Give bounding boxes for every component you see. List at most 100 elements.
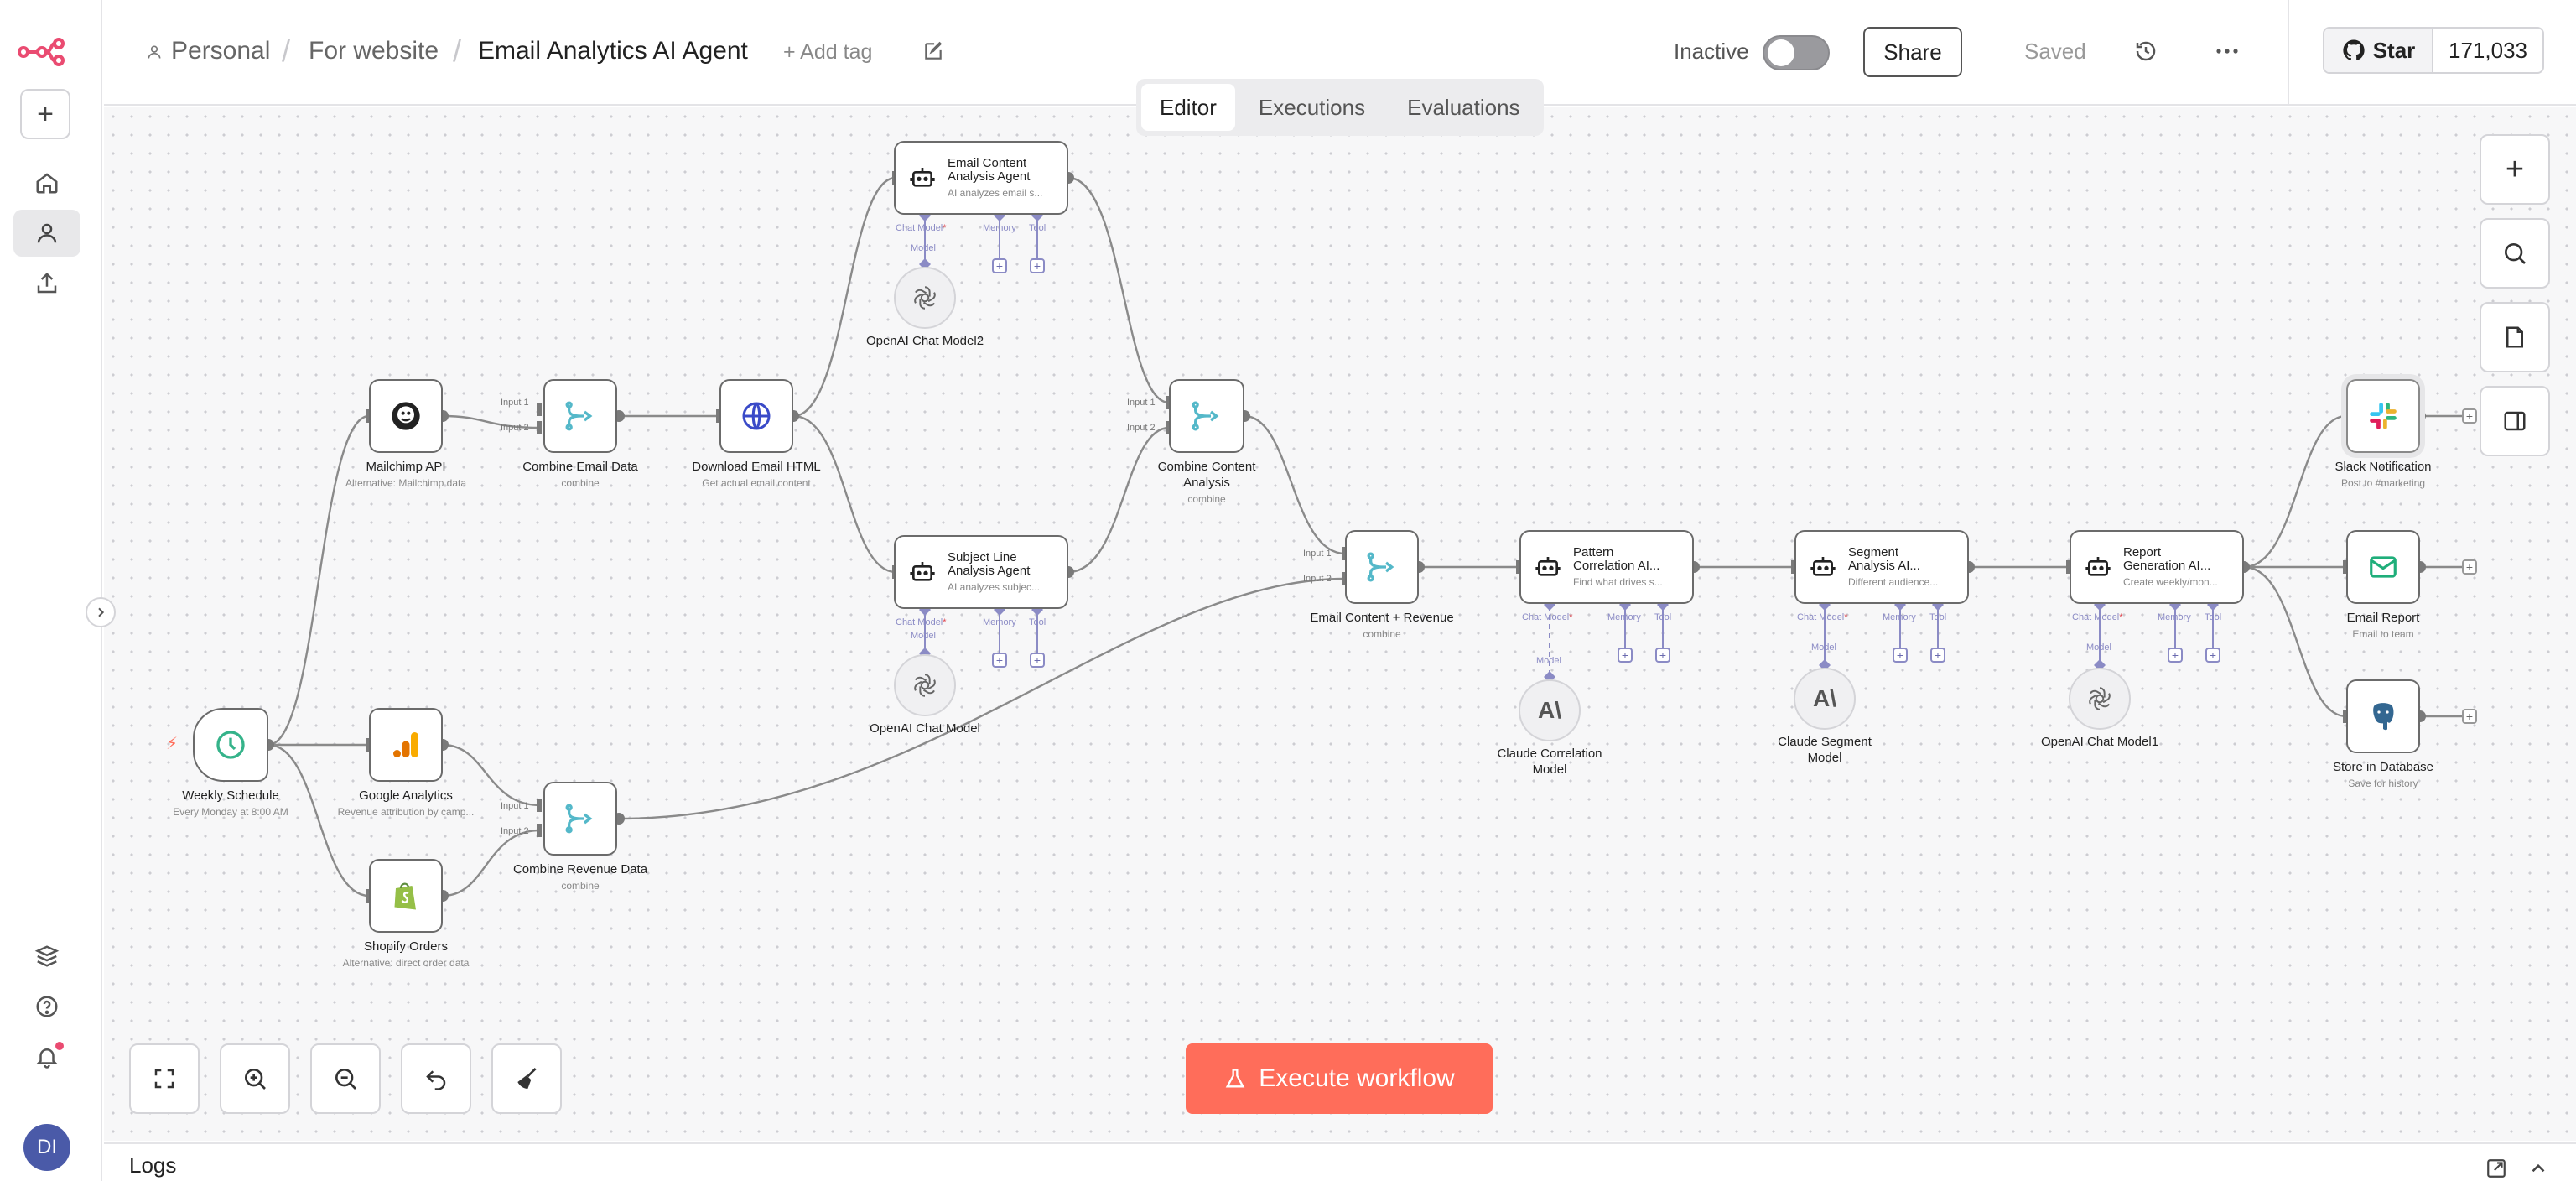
add-tool-button[interactable]: +	[1030, 653, 1045, 668]
create-button[interactable]: +	[20, 89, 70, 139]
model-claude-segment[interactable]: A\	[1794, 668, 1856, 730]
search-nodes-button[interactable]	[2480, 218, 2550, 289]
add-tool-button[interactable]: +	[1655, 648, 1670, 663]
node-shopify-orders[interactable]	[369, 859, 443, 933]
undo-button[interactable]	[401, 1043, 471, 1114]
tab-executions[interactable]: Executions	[1258, 94, 1366, 120]
breadcrumb-folder[interactable]: For website	[309, 37, 439, 65]
anthropic-icon: A\	[1813, 685, 1836, 711]
add-memory-button[interactable]: +	[992, 653, 1007, 668]
active-toggle[interactable]	[1763, 35, 1830, 70]
model-openai-chat-model1[interactable]	[2069, 668, 2131, 730]
node-text: Email Content Analysis Agent AI analyzes…	[948, 157, 1042, 198]
sidebar-item-notifications[interactable]	[13, 1033, 80, 1080]
node-subtitle: combine	[1187, 493, 1226, 505]
add-memory-button[interactable]: +	[992, 258, 1007, 273]
sidebar-item-help[interactable]	[13, 983, 80, 1030]
input-label: Input 1	[1127, 398, 1156, 408]
workflow-canvas[interactable]	[104, 107, 2576, 1141]
star-label: Star	[2372, 37, 2416, 63]
node-label: Mailchimp API	[366, 460, 446, 474]
sidebar-item-shared[interactable]	[13, 260, 80, 307]
zoom-out-button[interactable]	[310, 1043, 381, 1114]
sidebar-item-templates[interactable]	[13, 933, 80, 980]
node-combine-content-analysis[interactable]	[1169, 379, 1244, 453]
mailchimp-icon	[392, 402, 420, 430]
github-star-button[interactable]: Star 171,033	[2323, 27, 2544, 74]
fullscreen-icon	[154, 1069, 174, 1089]
node-subject-line-analysis-agent[interactable]: Subject Line Analysis Agent AI analyzes …	[894, 535, 1068, 609]
add-sticky-note-button[interactable]	[2480, 302, 2550, 372]
node-email-report[interactable]	[2346, 530, 2420, 604]
add-memory-button[interactable]: +	[1893, 648, 1908, 663]
add-next-node-button[interactable]: +	[2462, 408, 2477, 424]
node-download-email-html[interactable]	[719, 379, 793, 453]
model-label-line1: Claude Segment	[1778, 735, 1872, 749]
node-text: Pattern Correlation AI... Find what driv…	[1573, 546, 1663, 587]
node-subtitle: combine	[561, 477, 600, 489]
add-tool-button[interactable]: +	[1030, 258, 1045, 273]
zoom-in-button[interactable]	[220, 1043, 290, 1114]
node-weekly-schedule[interactable]	[193, 708, 268, 782]
node-subtitle: AI analyzes subjec...	[948, 581, 1041, 593]
github-star-left[interactable]: Star	[2324, 29, 2433, 72]
chevron-up-icon[interactable]	[2527, 1158, 2549, 1179]
add-tool-button[interactable]: +	[1930, 648, 1945, 663]
zoom-to-fit-button[interactable]	[129, 1043, 200, 1114]
add-memory-button[interactable]: +	[1618, 648, 1633, 663]
node-pattern-correlation-ai[interactable]: Pattern Correlation AI... Find what driv…	[1519, 530, 1694, 604]
google-analytics-icon	[393, 732, 418, 757]
expand-panel-button[interactable]	[86, 597, 116, 627]
node-slack-notification[interactable]	[2346, 379, 2420, 453]
add-tool-button[interactable]: +	[2205, 648, 2220, 663]
add-memory-button[interactable]: +	[2168, 648, 2183, 663]
help-icon	[36, 996, 58, 1017]
more-options-icon[interactable]	[2214, 39, 2241, 64]
node-store-in-database[interactable]	[2346, 679, 2420, 753]
node-segment-analysis-ai[interactable]: Segment Analysis AI... Different audienc…	[1794, 530, 1969, 604]
avatar[interactable]: DI	[23, 1124, 70, 1171]
toggle-panel-button[interactable]	[2480, 386, 2550, 456]
node-google-analytics[interactable]	[369, 708, 443, 782]
node-label: Store in Database	[2332, 760, 2434, 774]
add-next-node-button[interactable]: +	[2462, 709, 2477, 724]
add-node-button[interactable]: +	[2480, 134, 2550, 205]
node-label: Shopify Orders	[363, 939, 449, 954]
node-email-content-analysis-agent[interactable]: Email Content Analysis Agent AI analyzes…	[894, 141, 1068, 215]
model-label: Model	[1536, 656, 1561, 666]
node-title-line1: Subject Line	[948, 550, 1017, 565]
node-combine-revenue-data[interactable]	[543, 782, 617, 856]
active-status-label: Inactive	[1674, 39, 1749, 64]
add-next-node-button[interactable]: +	[2462, 559, 2477, 575]
node-report-generation-ai[interactable]: Report Generation AI... Create weekly/mo…	[2070, 530, 2244, 604]
model-claude-correlation[interactable]: A\	[1519, 679, 1581, 741]
share-button[interactable]: Share	[1863, 27, 1962, 77]
model-openai-chat-model[interactable]	[894, 654, 956, 716]
memory-port-label: Memory	[983, 223, 1016, 233]
node-label-line1: Combine Content	[1157, 460, 1256, 474]
breadcrumb-personal[interactable]: Personal	[171, 37, 271, 65]
tool-port-label: Tool	[2205, 612, 2222, 622]
logs-panel-bar[interactable]: Logs	[104, 1142, 2576, 1181]
sidebar-item-personal[interactable]	[13, 210, 80, 257]
node-email-content-revenue[interactable]	[1345, 530, 1419, 604]
tool-port-label: Tool	[1029, 617, 1046, 627]
tab-evaluations[interactable]: Evaluations	[1407, 94, 1520, 120]
workflow-name[interactable]: Email Analytics AI Agent	[478, 37, 748, 65]
execute-workflow-button[interactable]: Execute workflow	[1186, 1043, 1493, 1114]
slack-icon	[2370, 403, 2397, 429]
edit-description-icon[interactable]	[922, 40, 944, 62]
pop-out-icon[interactable]	[2485, 1158, 2507, 1179]
add-tag-button[interactable]: + Add tag	[783, 40, 873, 64]
sidebar-item-overview[interactable]	[13, 159, 80, 206]
history-icon[interactable]	[2133, 39, 2158, 64]
saved-status: Saved	[2024, 39, 2086, 64]
tidy-up-button[interactable]	[491, 1043, 562, 1114]
node-combine-email-data[interactable]	[543, 379, 617, 453]
node-text: Segment Analysis AI... Different audienc…	[1848, 546, 1938, 587]
tab-editor[interactable]: Editor	[1141, 84, 1235, 131]
model-openai-chat-model2[interactable]	[894, 267, 956, 329]
node-mailchimp-api[interactable]	[369, 379, 443, 453]
n8n-logo[interactable]	[17, 34, 74, 67]
input-label: Input 2	[501, 423, 529, 433]
